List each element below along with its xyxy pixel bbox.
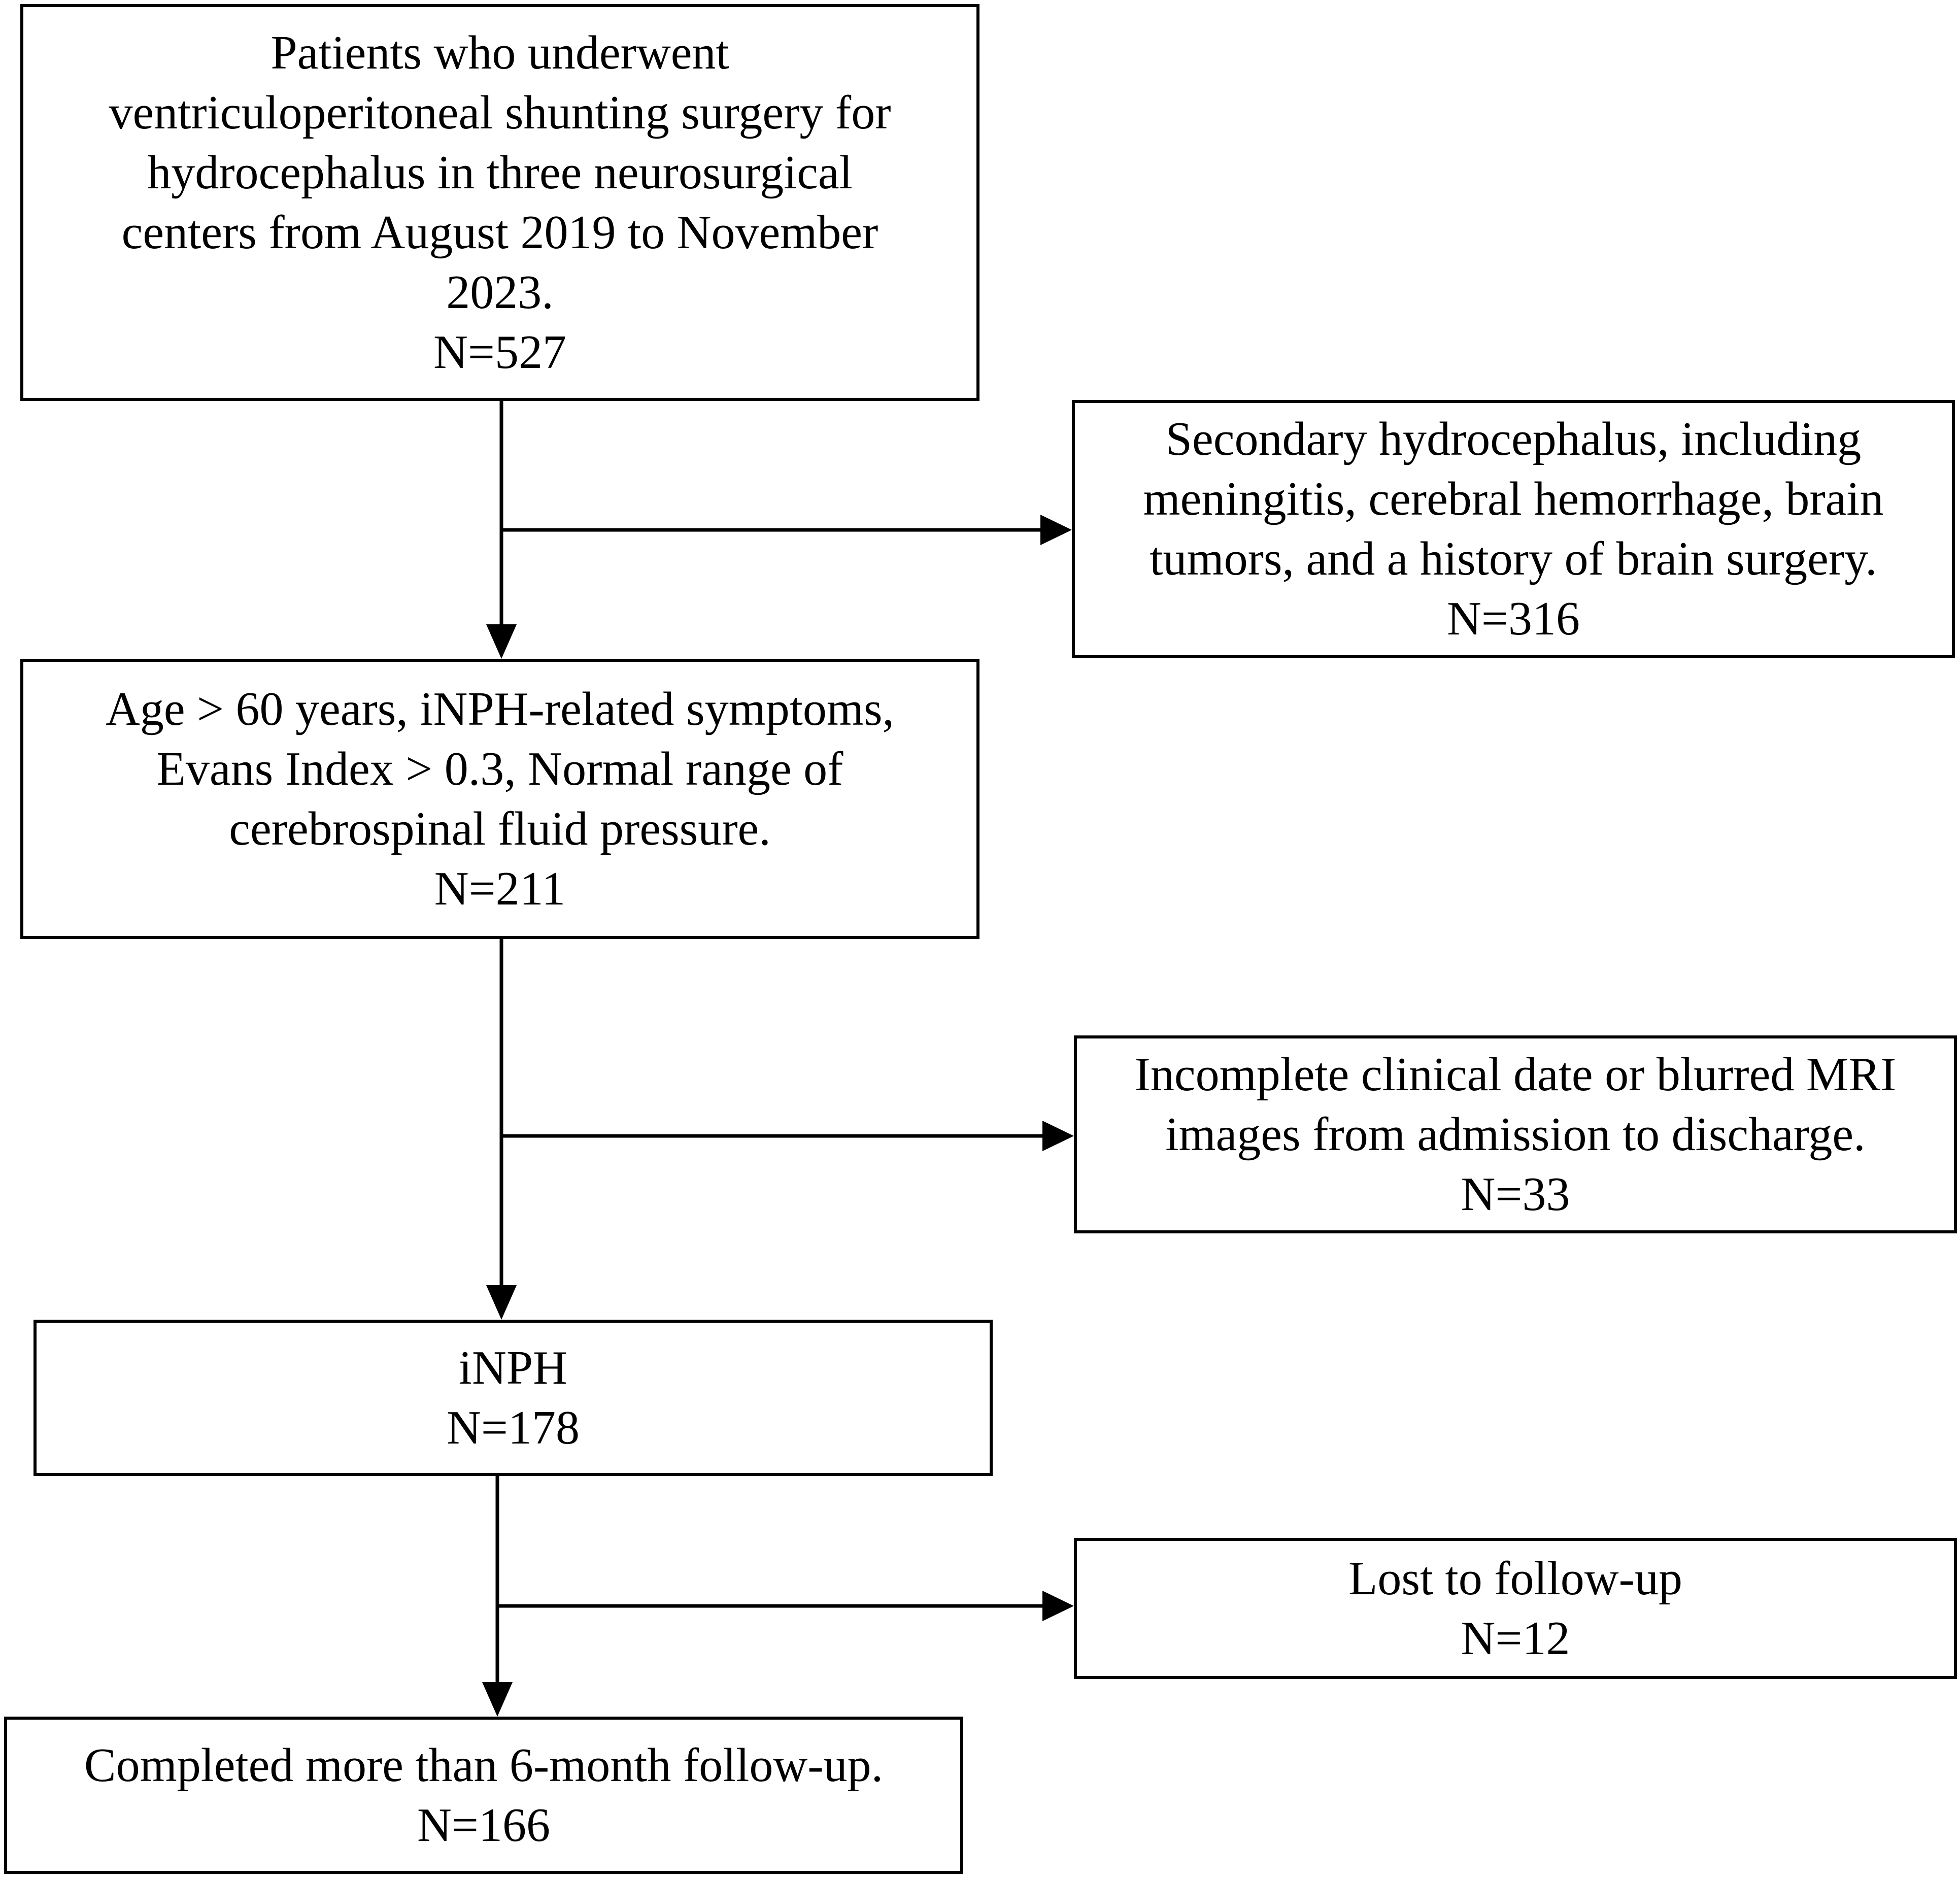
box-count: N=166 (417, 1799, 550, 1852)
arrowhead-exclusion-1 (1040, 515, 1072, 545)
box-text-line: ventriculoperitoneal shunting surgery fo… (109, 86, 891, 139)
box-exclusion-lost-to-follow-up: Lost to follow-up N=12 (1074, 1538, 1957, 1679)
box-inph-cohort: iNPH N=178 (33, 1320, 993, 1476)
box-text-line: iNPH (458, 1342, 568, 1394)
box-text-line: 2023. (446, 266, 554, 319)
box-text-line: images from admission to discharge. (1165, 1108, 1866, 1161)
box-count: N=12 (1461, 1612, 1570, 1665)
box-count: N=178 (447, 1401, 580, 1454)
box-text-line: Patients who underwent (271, 26, 729, 79)
box-text-line: meningitis, cerebral hemorrhage, brain (1143, 473, 1884, 525)
box-text-line: Lost to follow-up (1348, 1552, 1682, 1605)
box-text-line: Evans Index > 0.3, Normal range of (156, 743, 843, 795)
box-text-line: centers from August 2019 to November (121, 206, 878, 259)
box-count: N=33 (1461, 1168, 1570, 1221)
arrowhead-inph-to-final (482, 1682, 513, 1717)
box-count: N=211 (434, 862, 566, 915)
arrowhead-eligible-to-inph (486, 1285, 517, 1320)
box-text-line: Incomplete clinical date or blurred MRI (1134, 1048, 1897, 1101)
box-eligibility-criteria: Age > 60 years, iNPH-related symptoms, E… (20, 659, 979, 939)
box-text-line: hydrocephalus in three neurosurgical (147, 146, 853, 199)
box-final-cohort: Completed more than 6-month follow-up. N… (4, 1717, 963, 1874)
box-text-line: tumors, and a history of brain surgery. (1150, 532, 1877, 585)
arrowhead-exclusion-3 (1042, 1591, 1074, 1621)
arrowhead-exclusion-2 (1042, 1121, 1074, 1151)
box-exclusion-secondary-hydrocephalus: Secondary hydrocephalus, including menin… (1072, 400, 1955, 658)
box-text-line: cerebrospinal fluid pressure. (229, 802, 771, 855)
box-text-line: Completed more than 6-month follow-up. (84, 1739, 884, 1792)
box-count: N=316 (1447, 592, 1580, 645)
box-initial-cohort: Patients who underwent ventriculoperiton… (20, 4, 979, 401)
box-text-line: Age > 60 years, iNPH-related symptoms, (105, 683, 895, 735)
box-text-line: Secondary hydrocephalus, including (1165, 413, 1862, 465)
box-count: N=527 (433, 326, 566, 379)
arrowhead-start-to-eligible (486, 624, 517, 659)
box-exclusion-incomplete-data: Incomplete clinical date or blurred MRI … (1074, 1035, 1957, 1233)
